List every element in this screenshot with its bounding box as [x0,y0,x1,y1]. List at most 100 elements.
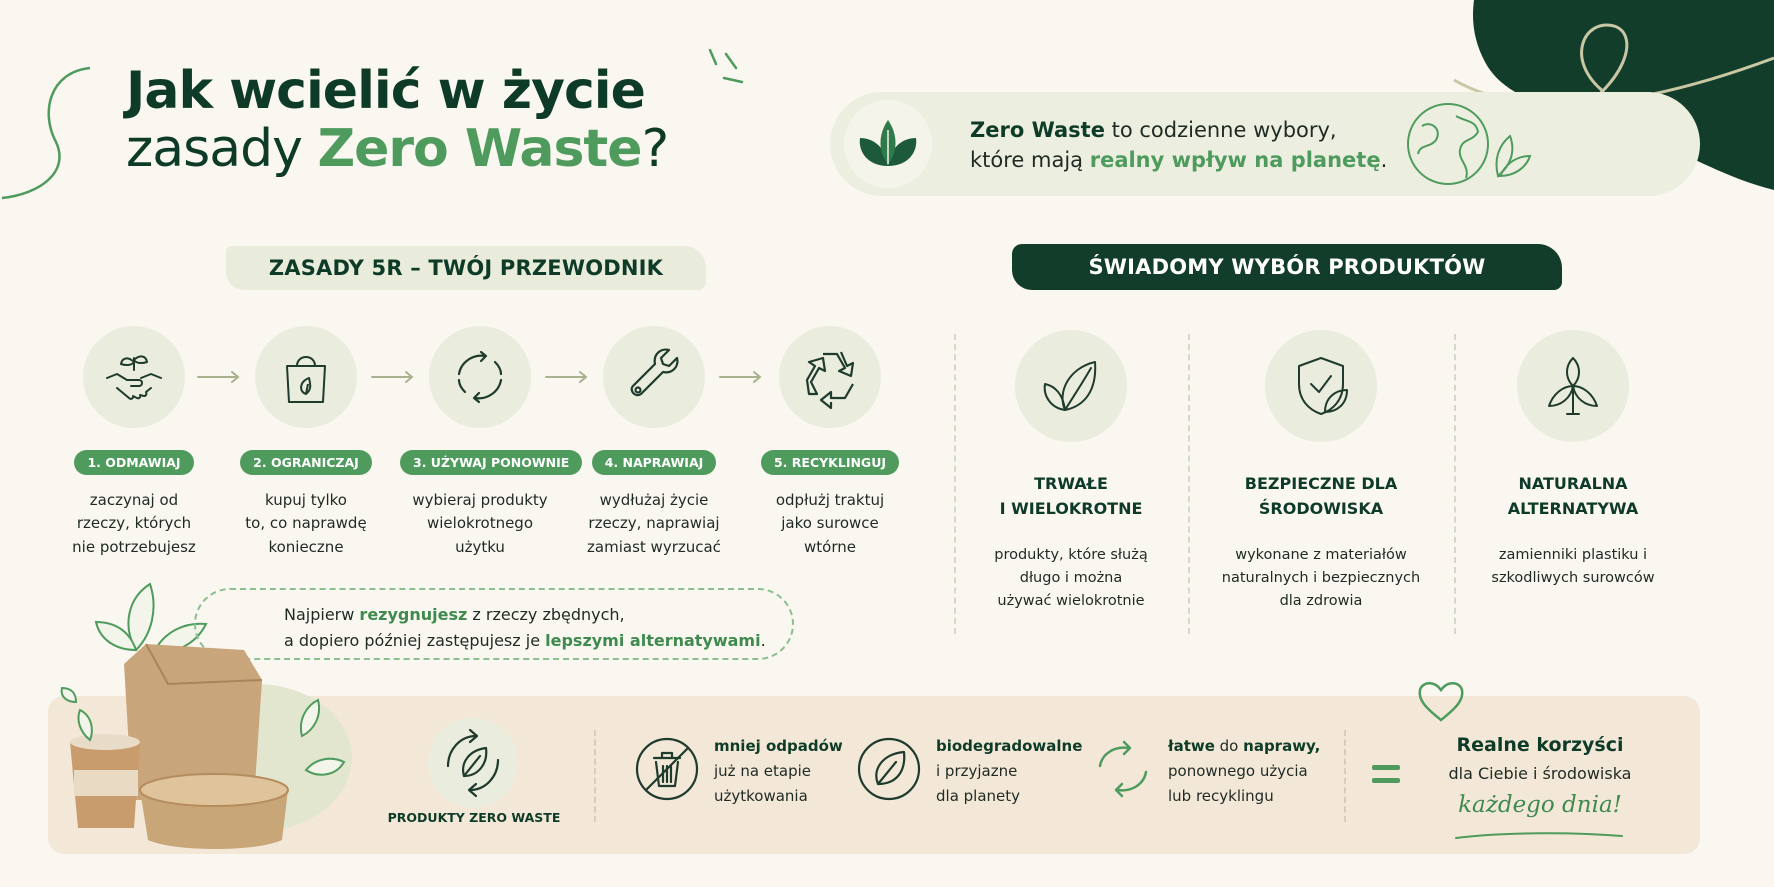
leaves-decoration [94,582,208,654]
title-question-mark: ? [641,119,670,180]
benefit-bold: biodegradowalne [936,737,1083,755]
benefit-bold: łatwe [1168,737,1215,755]
step-icon-circle [429,326,531,428]
benefit-bold: mniej odpadów [714,737,843,755]
title-line-1: Jak wcielić w życie [126,61,646,121]
step-description: zaczynaj od rzeczy, których nie potrzebu… [54,489,214,559]
benefit-biodegradable: biodegradowalne i przyjazne dla planety [936,734,1082,808]
arrow-right-icon [545,371,588,383]
step-icon-circle [83,326,185,428]
tip-l2-b: lepszymi alternatywami [545,630,761,650]
step-icon-circle [603,326,705,428]
zero-waste-banner: Zero Waste to codzienne wybory, które ma… [830,92,1700,196]
product-safe: BEZPIECZNE DLA ŚRODOWISKA wykonane z mat… [1206,330,1436,613]
divider [1188,334,1190,634]
reuse-arrows-icon [457,350,503,404]
equals-icon [1372,765,1400,783]
product-title: NATURALNA ALTERNATYWA [1507,474,1639,518]
banner-dot: . [1380,147,1388,172]
product-description: zamienniki plastiku i szkodliwych surowc… [1491,546,1655,586]
banner-line-2: które mają [970,147,1090,172]
benefit-line: użytkowania [714,786,808,805]
arrow-right-icon [371,371,414,383]
tip-l1-b: rezygnujesz [359,605,468,624]
page-title: Jak wcielić w życie zasady Zero Waste? [126,61,670,180]
step-desc-line: wielokrotnego [426,514,534,533]
divider [1454,334,1456,634]
step-description: wybieraj produkty wielokrotnego użytku [400,489,560,559]
benefit-repairable: łatwe do naprawy, ponownego użycia lub r… [1168,734,1320,808]
divider [594,730,596,822]
step-desc-line: użytku [455,537,505,556]
benefit-less-waste: mniej odpadów już na etapie użytkowania [714,734,843,808]
step-label: 1. ODMAWIAJ [74,450,194,475]
underline-decoration [1455,832,1623,839]
no-trash-icon [635,737,699,801]
step-label: 2. OGRANICZAJ [240,450,372,475]
step-label: 4. NAPRAWIAJ [591,450,717,475]
step-desc-line: odpłużj traktuj [775,491,885,509]
step-desc-line: konieczne [268,537,344,556]
wrench-icon [630,348,679,397]
banner-accent: realny wpływ na planetę [1089,147,1381,172]
product-description: wykonane z materiałów naturalnych i bezp… [1221,546,1421,609]
benefit-mid: do [1214,737,1244,755]
step-desc-line: kupuj tylko [265,491,347,509]
step-desc-line: to, co naprawdę [245,514,367,533]
banner-text: Zero Waste to codzienne wybory, które ma… [970,116,1387,176]
leaf-icon [1043,361,1097,411]
sprout-recycle-icon [1548,357,1598,415]
packaging-illustration [60,643,352,849]
product-title: BEZPIECZNE DLA ŚRODOWISKA [1244,474,1398,518]
real-benefits-title: Realne korzyści [1456,734,1624,756]
benefit-line: ponownego użycia [1168,761,1308,780]
step-recycle: 5. RECYKLINGUJ odpłużj traktuj jako suro… [750,326,910,559]
step-icon-circle [779,326,881,428]
step-desc-line: jako surowce [781,514,879,533]
recycle-icon [805,351,855,410]
title-accent: Zero Waste [317,119,642,180]
divider [954,334,956,634]
step-reduce: 2. OGRANICZAJ kupuj tylko to, co naprawd… [226,326,386,559]
cycle-arrows-icon [1098,740,1148,798]
tip-l1-c: z rzeczy zbędnych, [467,605,625,624]
globe-icon [1407,103,1532,185]
product-description: produkty, które służą długo i można używ… [994,546,1148,609]
benefit-line: dla planety [936,786,1021,805]
sparkle-icon [708,48,744,84]
banner-line-1: to codzienne wybory, [1104,118,1337,142]
leaves-icon [859,120,917,166]
step-desc-line: rzeczy, których [76,514,192,533]
title-line-2-plain: zasady [126,119,318,180]
zero-waste-badge [428,718,518,808]
benefit-line: lub recyklingu [1168,786,1274,805]
banner-bold: Zero Waste [970,118,1105,142]
step-desc-line: rzeczy, naprawiaj [588,514,720,533]
product-icon-circle [1517,330,1629,442]
product-natural: NATURALNA ALTERNATYWA zamienniki plastik… [1458,330,1688,590]
product-icon-circle [1015,330,1127,442]
step-label: 5. RECYKLINGUJ [760,450,899,475]
swirl-decoration [1,66,91,200]
step-desc-line: wtórne [804,537,856,556]
handshake-plant-icon [106,355,162,400]
shield-leaf-icon [1298,357,1348,415]
step-icon-circle [255,326,357,428]
zero-waste-label: PRODUKTY ZERO WASTE [387,810,561,825]
tip-l2-a: a dopiero później zastępujesz je [284,630,546,650]
step-desc-line: wydłużaj życie [599,491,709,509]
leaf-circle-icon [857,737,921,801]
step-reuse: 3. UŻYWAJ PONOWNIE wybieraj produkty wie… [400,326,583,559]
leaf-recycle-icon [446,728,500,798]
benefit-line: już na etapie [714,761,812,780]
section-header-products: ŚWIADOMY WYBÓR PRODUKTÓW [1012,244,1562,290]
step-description: kupuj tylko to, co naprawdę konieczne [226,489,386,559]
real-benefits-subtitle: dla Ciebie i środowiska [1448,764,1632,783]
product-durable: TRWAŁE I WIELOKROTNE produkty, które słu… [956,330,1186,613]
tip-text: Najpierw rezygnujesz z rzeczy zbędnych, … [284,602,766,653]
section-header-5r: ZASADY 5R – TWÓJ PRZEWODNIK [226,246,706,290]
step-description: odpłużj traktuj jako surowce wtórne [750,489,910,559]
step-refuse: 1. ODMAWIAJ zaczynaj od rzeczy, których … [54,326,214,559]
step-description: wydłużaj życie rzeczy, naprawiaj zamiast… [574,489,734,559]
step-desc-line: nie potrzebujesz [72,537,196,556]
